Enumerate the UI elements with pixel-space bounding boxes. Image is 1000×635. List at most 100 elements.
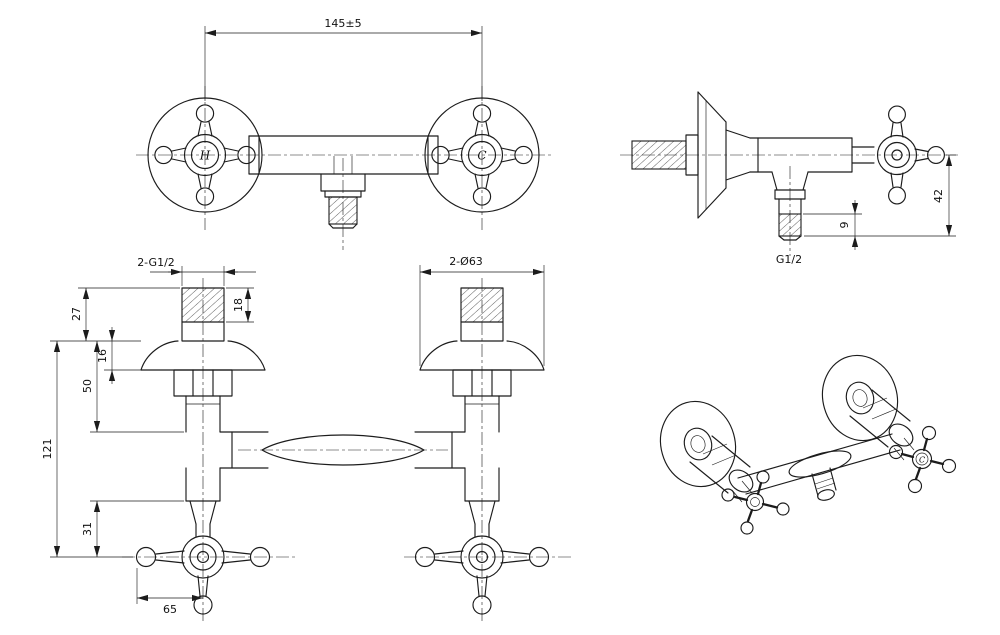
handle-ball	[135, 546, 157, 568]
hex-nut	[173, 369, 233, 397]
iso-right-valve	[849, 389, 914, 448]
dim-16-label: 16	[96, 349, 109, 363]
inlet-thread	[181, 287, 225, 342]
handle-badge	[467, 140, 497, 170]
handle-ball	[154, 145, 173, 165]
dimension-width: 145±5	[204, 17, 483, 101]
dim-width-label: 145±5	[324, 17, 361, 30]
handle-screw	[891, 149, 903, 161]
inlet-thread	[631, 140, 687, 170]
outlet-thread	[778, 213, 802, 237]
iso-outlet	[811, 467, 837, 501]
handle-ball	[721, 488, 735, 502]
right-inlet	[419, 287, 545, 538]
hot-handle: H	[154, 104, 256, 206]
handle-ball	[907, 478, 923, 494]
handle-screw	[196, 550, 210, 564]
dimension-16: 16	[96, 327, 141, 384]
dimension-18: 18	[226, 287, 254, 323]
iso-left-valve	[689, 435, 754, 494]
dim-inlet-threads-label: 2-G1/2	[137, 256, 175, 269]
valve-body-side	[725, 129, 875, 181]
dim-18-label: 18	[232, 298, 245, 312]
handle-ball	[431, 145, 450, 165]
handle-ball	[888, 105, 906, 124]
handle-ball	[888, 444, 904, 460]
right-handle-plan	[414, 535, 550, 615]
plan-view: 2-G1/2 2-Ø63 18 27 16	[41, 255, 572, 622]
handle-ball	[888, 186, 906, 205]
handle-badge	[915, 452, 929, 466]
dimension-9: 9	[803, 200, 862, 250]
left-inlet	[140, 287, 266, 538]
dim-65-label: 65	[163, 603, 177, 616]
handle-hub	[460, 133, 504, 177]
dimension-27: 27	[50, 287, 180, 342]
side-view: 42 9 G1/2	[620, 91, 958, 266]
flange-hub	[845, 381, 875, 415]
left-handle-plan	[135, 535, 271, 615]
handle-badge	[750, 497, 760, 507]
iso-left-flange	[659, 400, 737, 488]
outlet-side	[771, 171, 809, 241]
bonnet-cap	[728, 469, 754, 493]
handle-hub	[183, 133, 227, 177]
handle-ball	[472, 595, 492, 615]
dimension-121: 121	[41, 341, 133, 558]
dimension-65: 65	[136, 568, 203, 616]
flange-center	[690, 435, 706, 453]
cold-handle: C	[431, 104, 533, 206]
wall-flange-side	[697, 91, 727, 219]
dimension-50: 50	[81, 341, 184, 433]
iso-bridge	[737, 433, 901, 495]
handle-ball	[756, 470, 770, 484]
iso-left-handle	[721, 470, 790, 535]
handle-ball	[195, 187, 215, 206]
handle-ball	[528, 546, 550, 568]
dim-9-label: 9	[838, 222, 851, 229]
hot-handle-letter: H	[199, 149, 211, 163]
dim-121-label: 121	[41, 439, 54, 460]
dimension-31: 31	[81, 500, 184, 557]
bridge-body	[219, 431, 466, 469]
dim-flange-diameter-label: 2-Ø63	[449, 255, 483, 268]
front-view: H C 145±5	[136, 17, 552, 250]
handle-ball	[514, 145, 533, 165]
handle-ball	[776, 502, 790, 516]
handle-ball	[249, 546, 271, 568]
handle-badge	[190, 140, 220, 170]
handle-badge	[189, 543, 217, 571]
iso-right-handle: C	[888, 425, 957, 494]
handle-hub	[745, 492, 765, 512]
dim-31-label: 31	[81, 522, 94, 536]
handle-ball	[237, 145, 256, 165]
handle-ball	[941, 458, 957, 474]
dimension-flange-diameter: 2-Ø63	[419, 255, 545, 366]
handle-badge	[883, 141, 911, 169]
outlet-cap	[817, 489, 835, 501]
bonnet-cap	[888, 423, 914, 447]
side-view-centerlines	[620, 154, 958, 256]
hex-nut	[452, 369, 512, 397]
handle-ball	[472, 104, 492, 123]
handle-ball	[927, 146, 945, 164]
inlet-thread	[460, 287, 504, 342]
iso-cold-handle-letter: C	[919, 456, 925, 465]
handle-hub	[181, 535, 225, 579]
dimension-42: 42	[804, 154, 956, 237]
dim-27-label: 27	[70, 307, 83, 321]
iso-right-flange	[821, 354, 899, 442]
flange-hub	[683, 427, 713, 461]
handle-screw	[475, 550, 489, 564]
handle-ball	[414, 546, 436, 568]
handle-ball	[921, 425, 937, 441]
wall-flange	[659, 400, 737, 488]
handle-ball	[195, 104, 215, 123]
handle-hub	[876, 134, 918, 176]
bridge-spindle	[261, 434, 425, 466]
wall-flange	[821, 354, 899, 442]
dim-42-label: 42	[932, 189, 945, 203]
handle-ball	[472, 187, 492, 206]
